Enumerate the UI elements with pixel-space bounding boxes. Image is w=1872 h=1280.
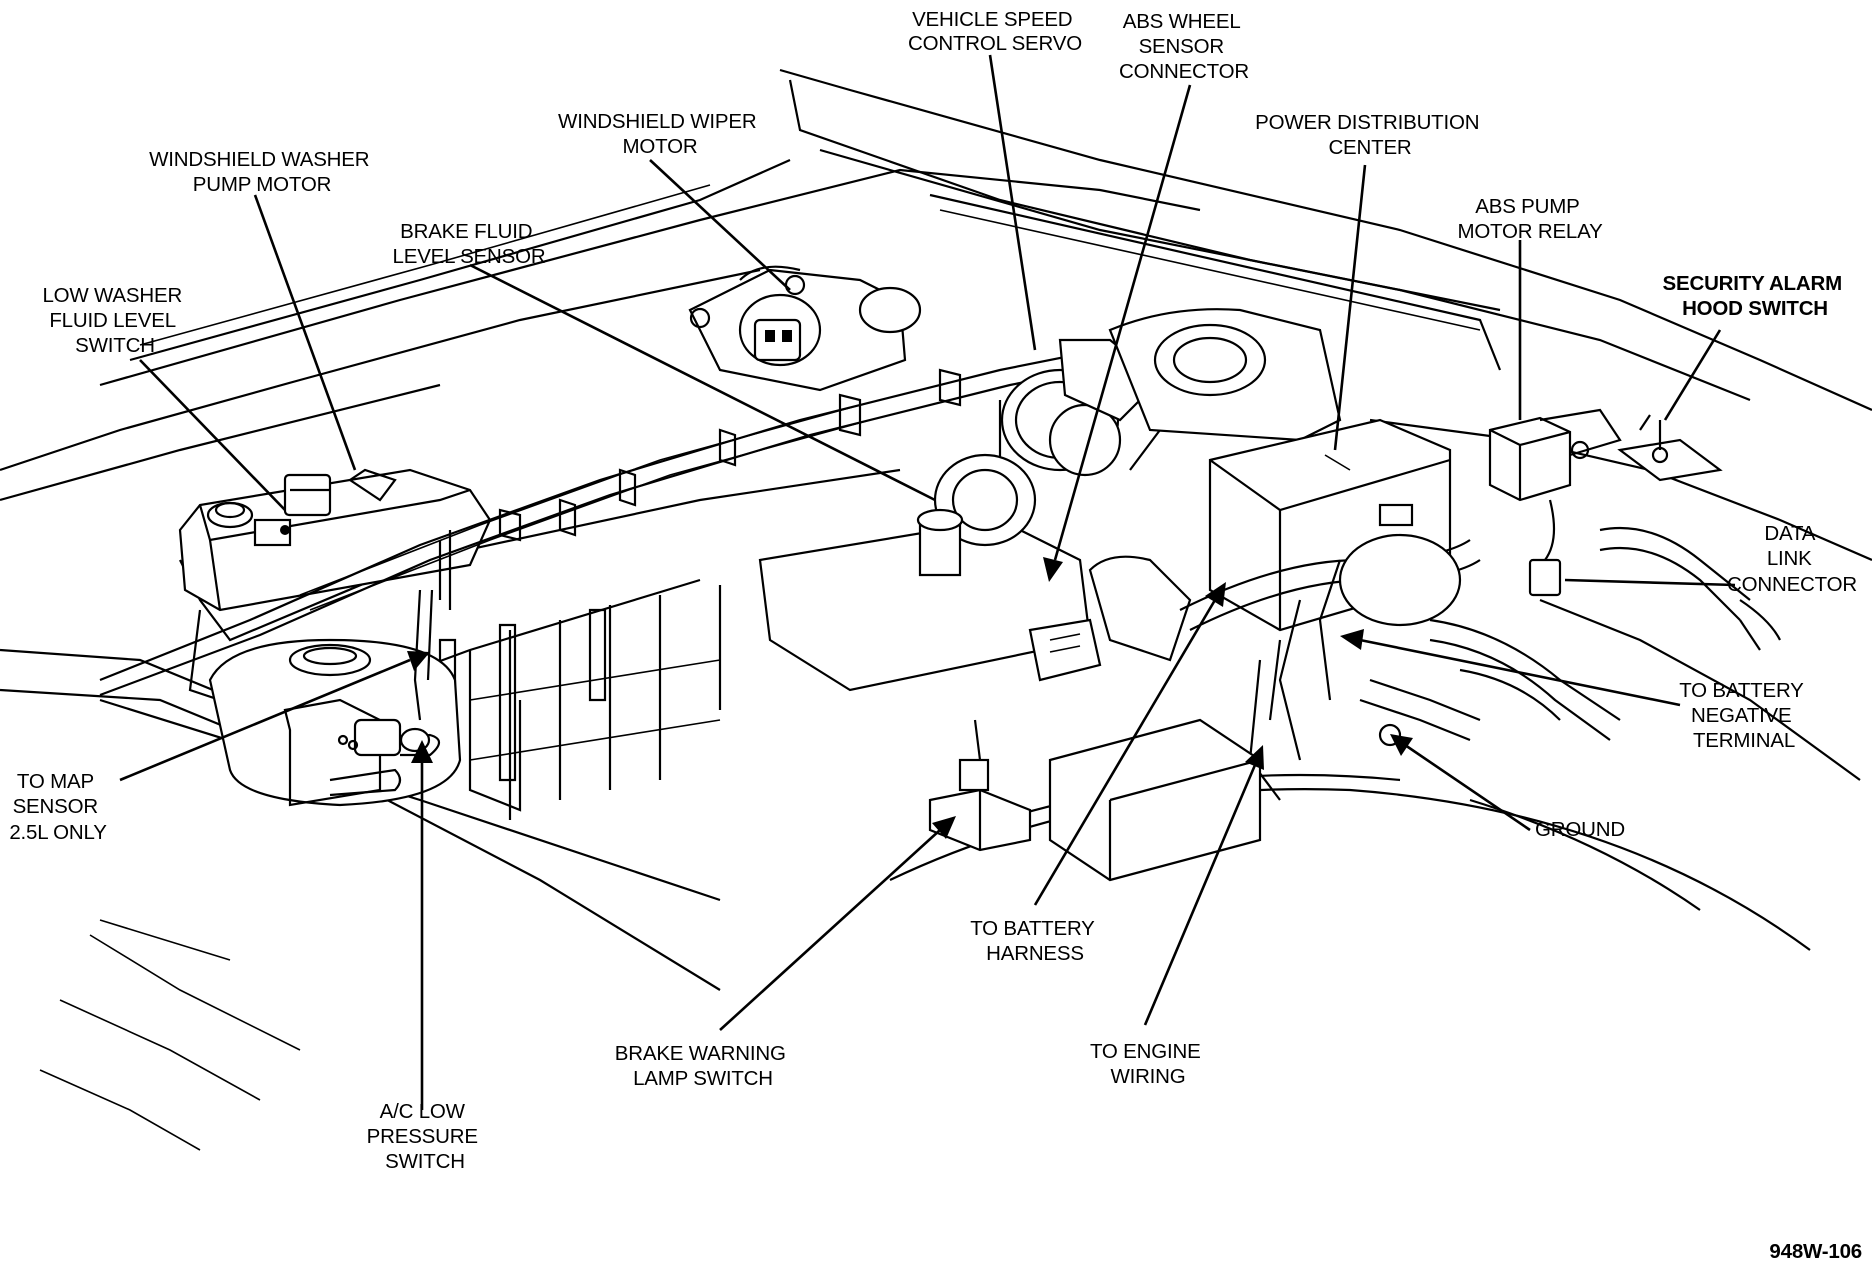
data-link-art: [1528, 499, 1781, 651]
label-vehicle-speed-control-servo: VEHICLE SPEED CONTROL SERVO: [908, 8, 1082, 55]
label-power-distribution-center: POWER DISTRIBUTION CENTER: [1255, 111, 1485, 159]
vehicle-body-art: [0, 68, 1872, 1151]
label-to-battery-negative-terminal: TO BATTERY NEGATIVE TERMINAL: [1679, 679, 1809, 752]
label-data-link-connector: DATA LINK CONNECTOR: [1727, 522, 1857, 596]
washer-reservoir-art: [178, 468, 492, 612]
hood-switch-art: [1617, 414, 1723, 482]
label-ground: GROUND: [1535, 818, 1625, 841]
label-to-battery-harness: TO BATTERY HARNESS: [970, 917, 1100, 965]
label-windshield-washer-pump-motor: WINDSHIELD WASHER PUMP MOTOR: [149, 148, 375, 196]
label-abs-pump-motor-relay: ABS PUMP MOTOR RELAY: [1457, 195, 1603, 243]
label-ac-low-pressure-switch: A/C LOW PRESSURE SWITCH: [367, 1100, 484, 1173]
label-low-washer-fluid-level-switch: LOW WASHER FLUID LEVEL SWITCH: [42, 284, 187, 357]
label-security-alarm-hood-switch: SECURITY ALARM HOOD SWITCH: [1663, 272, 1848, 320]
label-brake-fluid-level-sensor: BRAKE FLUID LEVEL SENSOR: [393, 220, 546, 268]
leader-lines: [119, 54, 1736, 1110]
master-cylinder-art: [758, 453, 1102, 852]
wiper-motor-art: [688, 265, 922, 392]
label-windshield-wiper-motor: WINDSHIELD WIPER MOTOR: [558, 110, 762, 158]
battery-cables-art: [1048, 533, 1621, 882]
label-to-engine-wiring: TO ENGINE WIRING: [1090, 1040, 1206, 1088]
abs-relay-art: [1488, 408, 1622, 502]
figure-id: 948W-106: [1769, 1240, 1862, 1263]
ac-accumulator-art: [208, 638, 462, 807]
label-to-map-sensor: TO MAP SENSOR 2.5L ONLY: [9, 770, 107, 844]
label-abs-wheel-sensor-connector: ABS WHEEL SENSOR CONNECTOR: [1119, 10, 1249, 83]
label-brake-warning-lamp-switch: BRAKE WARNING LAMP SWITCH: [615, 1042, 791, 1090]
cowl-wiring-harness-art: [99, 328, 1211, 721]
